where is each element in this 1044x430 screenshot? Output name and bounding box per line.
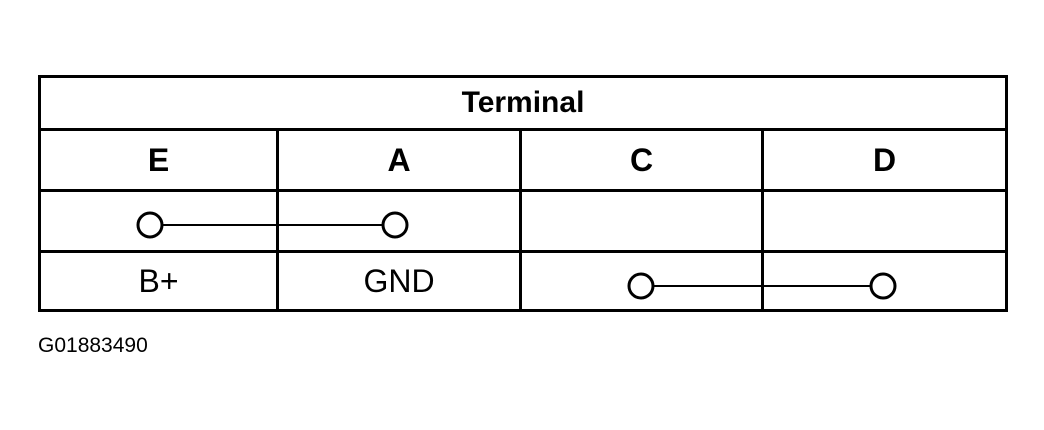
row2-cell-d <box>761 250 1008 312</box>
row1-cell-a <box>276 189 522 253</box>
terminal-header-e: E <box>38 128 279 192</box>
row1-cell-e <box>38 189 279 253</box>
terminal-header-a: A <box>276 128 522 192</box>
figure-id: G01883490 <box>38 334 148 357</box>
row2-cell-a: GND <box>276 250 522 312</box>
table-title-row: Terminal <box>38 75 1008 131</box>
row1-cell-c <box>519 189 764 253</box>
table-row <box>38 189 1008 253</box>
row2-cell-e: B+ <box>38 250 279 312</box>
table-title: Terminal <box>38 75 1008 131</box>
terminal-header-c: C <box>519 128 764 192</box>
terminal-header-d: D <box>761 128 1008 192</box>
row1-cell-d <box>761 189 1008 253</box>
row2-cell-c <box>519 250 764 312</box>
continuity-grid: Terminal E A C D B+ GND <box>38 75 1008 312</box>
terminal-header-row: E A C D <box>38 128 1008 192</box>
terminal-continuity-table: Terminal E A C D B+ GND <box>38 75 1008 312</box>
table-row: B+ GND <box>38 250 1008 312</box>
